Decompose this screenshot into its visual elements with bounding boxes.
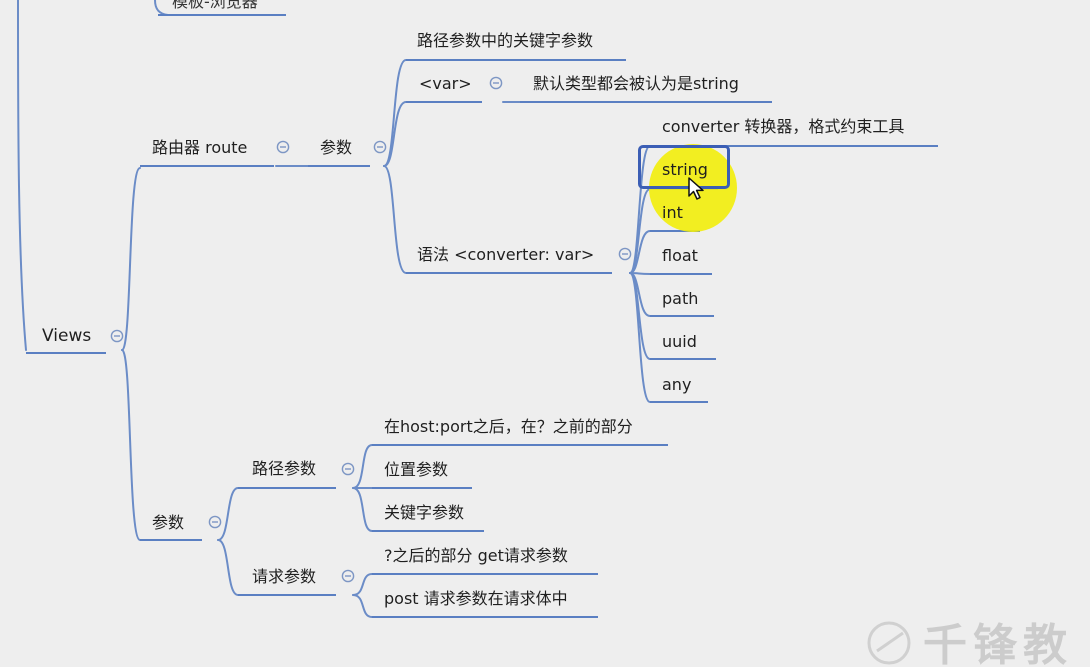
node-syntax[interactable]: 语法 <converter: var>: [417, 245, 595, 264]
collapse-icon[interactable]: [276, 140, 290, 154]
node-type-uuid[interactable]: uuid: [662, 332, 697, 351]
node-type-string[interactable]: string: [662, 160, 708, 179]
node-type-float[interactable]: float: [662, 246, 698, 265]
node-path-params-desc[interactable]: 在host:port之后，在？之前的部分: [384, 417, 633, 436]
node-type-any[interactable]: any: [662, 375, 692, 394]
watermark-text: 千锋教: [923, 620, 1073, 667]
top-partial-node[interactable]: 模板-浏览器: [172, 0, 258, 11]
collapse-icon[interactable]: [341, 462, 355, 476]
node-path-params[interactable]: 路径参数: [252, 459, 317, 478]
selected-node-frame: [638, 145, 730, 189]
node-get-params[interactable]: ?之后的部分 get请求参数: [384, 546, 568, 565]
node-type-path[interactable]: path: [662, 289, 699, 308]
collapse-icon[interactable]: [373, 140, 387, 154]
mouse-cursor-icon: [687, 176, 707, 206]
node-params[interactable]: 参数: [152, 513, 185, 532]
node-post-params[interactable]: post 请求参数在请求体中: [384, 589, 568, 608]
root-node-views[interactable]: Views: [42, 326, 92, 346]
node-router[interactable]: 路由器 route: [152, 138, 248, 157]
node-router-params[interactable]: 参数: [320, 138, 353, 157]
node-path-keyword-params[interactable]: 路径参数中的关键字参数: [417, 31, 594, 50]
collapse-icon[interactable]: [341, 569, 355, 583]
node-keyword-params[interactable]: 关键字参数: [384, 503, 465, 522]
node-request-params[interactable]: 请求参数: [252, 567, 317, 586]
node-type-int[interactable]: int: [662, 203, 683, 222]
collapse-icon[interactable]: [208, 515, 222, 529]
collapse-icon[interactable]: [618, 247, 632, 261]
collapse-icon[interactable]: [110, 329, 124, 343]
node-var[interactable]: <var>: [419, 74, 472, 93]
node-var-note[interactable]: 默认类型都会被认为是string: [533, 74, 739, 93]
collapse-icon[interactable]: [489, 76, 503, 90]
node-converter-title[interactable]: converter 转换器，格式约束工具: [662, 117, 905, 136]
brand-watermark: 千锋教: [855, 607, 1090, 667]
node-positional-params[interactable]: 位置参数: [384, 460, 449, 479]
